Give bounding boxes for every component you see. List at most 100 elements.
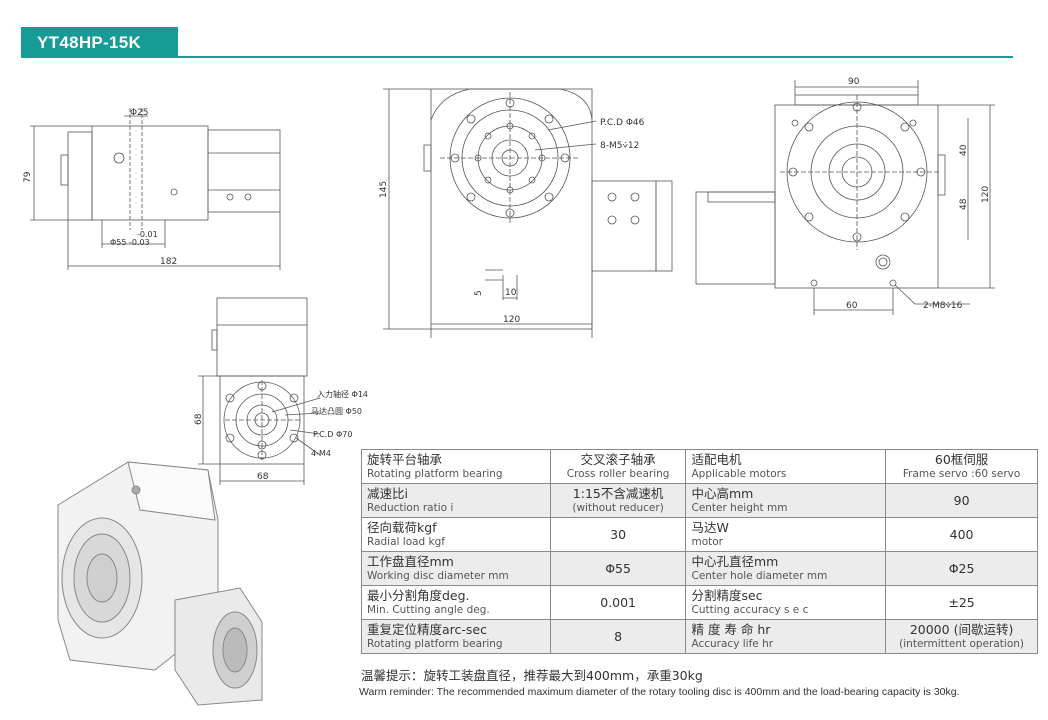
- table-cell-value: 90: [885, 483, 1038, 518]
- front-step-height-label: 5: [474, 290, 484, 296]
- flange-view-drawing: [198, 297, 321, 485]
- cell-text-zh: 中心孔直径mm: [691, 553, 779, 569]
- motor-h1-label: 40: [959, 144, 969, 156]
- side-shaft-label: Φ55 -0.03: [110, 238, 150, 247]
- cell-text-en: (intermittent operation): [899, 637, 1024, 650]
- cell-text-en: Cross roller bearing: [566, 467, 670, 480]
- motor-h2-label: 48: [959, 198, 969, 210]
- cell-text-zh: 精 度 寿 命 hr: [691, 621, 771, 637]
- side-height-label: 79: [23, 171, 33, 183]
- isometric-product-render: [57, 461, 263, 706]
- model-title: YT48HP-15K: [21, 27, 178, 58]
- cell-text-en: Radial load kgf: [367, 535, 445, 548]
- table-cell-value: 0.001: [549, 585, 687, 620]
- cell-text-zh: Φ55: [605, 560, 631, 576]
- cell-text-zh: 20000 (间歇运转): [909, 621, 1014, 637]
- cell-text-en: Applicable motors: [691, 467, 787, 480]
- cell-text-zh: 马达W: [691, 519, 729, 535]
- side-view-drawing: [30, 108, 281, 270]
- flange-height-label: 68: [194, 413, 204, 425]
- cell-text-zh: 1:15不含减速机: [572, 485, 664, 501]
- table-cell-value: 400: [885, 517, 1038, 552]
- table-cell-value: 8: [549, 619, 687, 654]
- cell-text-en: (without reducer): [572, 501, 664, 514]
- table-row: 最小分割角度deg.Min. Cutting angle deg. 0.001 分割…: [361, 585, 1038, 620]
- table-cell-label: 最小分割角度deg.Min. Cutting angle deg.: [361, 585, 551, 620]
- front-width-label: 120: [503, 315, 520, 325]
- cell-text-zh: 旋转平台轴承: [367, 451, 443, 467]
- cell-text-zh: 中心高mm: [691, 485, 754, 501]
- cell-text-zh: 90: [953, 492, 970, 508]
- cell-text-zh: 60框伺服: [934, 451, 989, 467]
- cell-text-zh: ±25: [948, 594, 975, 610]
- flange-pcd-label: P.C.D Φ70: [313, 430, 352, 439]
- flange-holes-label: 4-M4: [311, 449, 331, 458]
- front-pcd-label: P.C.D Φ46: [600, 118, 645, 128]
- cell-text-zh: 径向载荷kgf: [367, 519, 437, 535]
- table-cell-value: 1:15不含减速机(without reducer): [549, 483, 687, 518]
- cell-text-zh: 0.001: [600, 594, 636, 610]
- cell-text-en: Min. Cutting angle deg.: [367, 603, 490, 616]
- cell-text-zh: 400: [949, 526, 974, 542]
- table-cell-value: Φ55: [549, 551, 687, 586]
- cell-text-zh: 重复定位精度arc-sec: [367, 621, 487, 637]
- motor-width-label: 90: [848, 77, 860, 87]
- cell-text-en: Working disc diameter mm: [367, 569, 509, 582]
- cell-text-en: Rotating platform bearing: [367, 637, 503, 650]
- reminder-zh: 温馨提示：旋转工装盘直径，推荐最大到400mm，承重30kg: [361, 668, 703, 683]
- side-length-label: 182: [160, 257, 177, 267]
- flange-motor-boss-label: 马达凸圆 Φ50: [311, 406, 362, 416]
- motor-h3-label: 120: [981, 186, 991, 203]
- cell-text-zh: 适配电机: [691, 451, 742, 467]
- table-cell-value: 30: [549, 517, 687, 552]
- cell-text-en: Reduction ratio i: [367, 501, 454, 514]
- flange-width-label: 68: [257, 472, 269, 482]
- title-divider: [21, 56, 1013, 58]
- motor-holes-label: 2-M8⩒16: [923, 301, 963, 311]
- cell-text-en: Center hole diameter mm: [691, 569, 828, 582]
- cell-text-zh: 8: [614, 628, 623, 644]
- cell-text-en: Rotating platform bearing: [367, 467, 503, 480]
- side-bore-label: Φ25: [130, 108, 149, 118]
- motor-spacing-label: 60: [846, 301, 858, 311]
- cell-text-en: Frame servo :60 servo: [902, 467, 1021, 480]
- cell-text-zh: 分割精度sec: [691, 587, 763, 603]
- reminder-en: Warm reminder: The recommended maximum d…: [359, 686, 960, 698]
- cell-text-en: motor: [691, 535, 723, 548]
- front-view-drawing: [383, 88, 673, 338]
- cell-text-en: Cutting accuracy s e c: [691, 603, 809, 616]
- front-holes-label: 8-M5⩒12: [600, 141, 639, 151]
- table-cell-value: Φ25: [885, 551, 1038, 586]
- cell-text-en: Center height mm: [691, 501, 788, 514]
- front-step-width-label: 10: [505, 288, 517, 298]
- cell-text-zh: Φ25: [948, 560, 975, 576]
- cell-text-zh: 最小分割角度deg.: [367, 587, 470, 603]
- cell-text-zh: 交叉滚子轴承: [580, 451, 656, 467]
- front-height-label: 145: [379, 181, 389, 198]
- side-shaft-tol: -0.01: [137, 230, 158, 239]
- cell-text-en: Accuracy life hr: [691, 637, 774, 650]
- flange-input-shaft-label: 入力轴径 Φ14: [317, 389, 368, 399]
- cell-text-zh: 30: [610, 526, 627, 542]
- table-cell-value: ±25: [885, 585, 1038, 620]
- cell-text-zh: 工作盘直径mm: [367, 553, 454, 569]
